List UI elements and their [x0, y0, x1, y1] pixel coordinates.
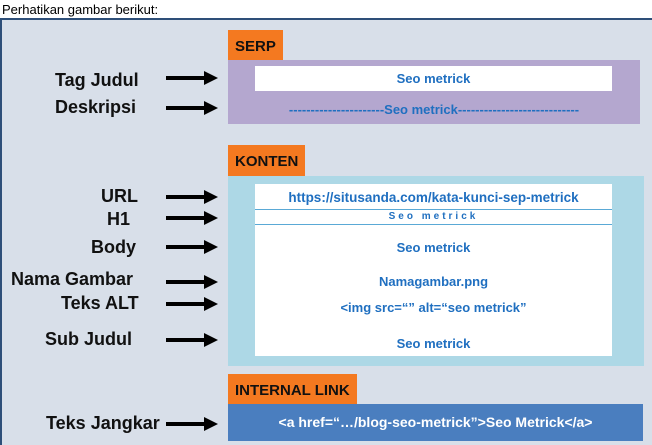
image-name-value: Namagambar.png: [378, 274, 489, 289]
subheading-value: Seo metrick: [396, 336, 471, 351]
divider: [255, 224, 612, 225]
serp-title-field: [255, 66, 612, 91]
label-body: Body: [91, 237, 136, 257]
arrow-right-icon: [166, 297, 218, 311]
konten-header: KONTEN: [228, 145, 306, 178]
body-value: Seo metrick: [396, 240, 471, 255]
url-value: https://situsanda.com/kata-kunci-sep-met…: [288, 190, 579, 205]
internal-link-header: INTERNAL LINK: [228, 374, 357, 407]
label-sub-judul: Sub Judul: [45, 329, 132, 349]
label-deskripsi: Deskripsi: [55, 97, 137, 117]
label-nama-gambar: Nama Gambar: [11, 269, 134, 289]
label-url: URL: [101, 186, 138, 206]
intro-text: Perhatikan gambar berikut:: [2, 2, 159, 17]
h1-value: Seo metrick: [388, 211, 479, 222]
label-tag-judul: Tag Judul: [55, 70, 139, 90]
divider: [255, 209, 612, 210]
serp-description-value: ----------------------Seo metrick-------…: [288, 102, 580, 117]
arrow-right-icon: [166, 71, 218, 85]
serp-title-value: Seo metrick: [396, 71, 471, 86]
arrow-right-icon: [166, 333, 218, 347]
label-h1: H1: [107, 209, 131, 229]
arrow-right-icon: [166, 190, 218, 204]
anchor-value: <a href=“…/blog-seo-metrick”>Seo Metrick…: [278, 414, 593, 430]
konten-content-area: [255, 184, 612, 356]
label-teks-alt: Teks ALT: [61, 293, 139, 313]
internal-link-box: [228, 404, 643, 441]
arrow-right-icon: [166, 240, 218, 254]
serp-header: SERP: [228, 30, 283, 63]
arrow-right-icon: [166, 275, 218, 289]
arrow-right-icon: [166, 417, 218, 431]
arrow-right-icon: [166, 211, 218, 225]
arrow-right-icon: [166, 101, 218, 115]
label-teks-jangkar: Teks Jangkar: [46, 413, 160, 433]
alt-value: <img src=“” alt=“seo metrick”: [340, 300, 527, 315]
